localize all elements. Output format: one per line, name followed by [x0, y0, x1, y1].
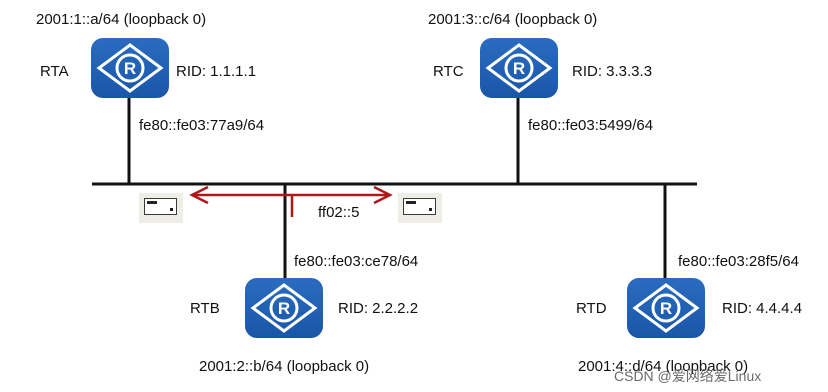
- rtb-router-icon[interactable]: R: [245, 278, 323, 338]
- hello-packet-icon-left: [139, 193, 183, 223]
- rtd-rid-label: RID: 4.4.4.4: [722, 300, 803, 317]
- rtc-name-label: RTC: [433, 63, 464, 80]
- hello-packet-icon-right: [398, 193, 442, 223]
- multicast-address-label: ff02::5: [318, 204, 360, 221]
- rta-loopback-label: 2001:1::a/64 (loopback 0): [36, 11, 207, 28]
- rtc-loopback-label: 2001:3::c/64 (loopback 0): [428, 11, 598, 28]
- rtb-link-local-label: fe80::fe03:ce78/64: [294, 253, 419, 270]
- rtc-router-icon[interactable]: R: [480, 38, 558, 98]
- rtb-rid-label: RID: 2.2.2.2: [338, 300, 419, 317]
- rta-rid-label: RID: 1.1.1.1: [176, 63, 257, 80]
- svg-text:R: R: [660, 299, 672, 318]
- multicast-arrow: [189, 185, 393, 217]
- svg-text:R: R: [513, 59, 525, 78]
- rtd-loopback-label: 2001:4::d/64 (loopback 0): [578, 358, 749, 375]
- rtd-router-icon[interactable]: R: [627, 278, 705, 338]
- rtc-rid-label: RID: 3.3.3.3: [572, 63, 653, 80]
- rtc-link-local-label: fe80::fe03:5499/64: [528, 117, 654, 134]
- rta-name-label: RTA: [40, 63, 69, 80]
- rta-link-local-label: fe80::fe03:77a9/64: [139, 117, 265, 134]
- rtb-name-label: RTB: [190, 300, 220, 317]
- watermark-text: CSDN @爱网络爱Linux: [614, 368, 762, 384]
- rtd-link-local-label: fe80::fe03:28f5/64: [678, 253, 799, 270]
- rtd-name-label: RTD: [576, 300, 607, 317]
- svg-text:R: R: [124, 59, 136, 78]
- rtb-loopback-label: 2001:2::b/64 (loopback 0): [199, 358, 370, 375]
- svg-text:R: R: [278, 299, 290, 318]
- rta-router-icon[interactable]: R: [91, 38, 169, 98]
